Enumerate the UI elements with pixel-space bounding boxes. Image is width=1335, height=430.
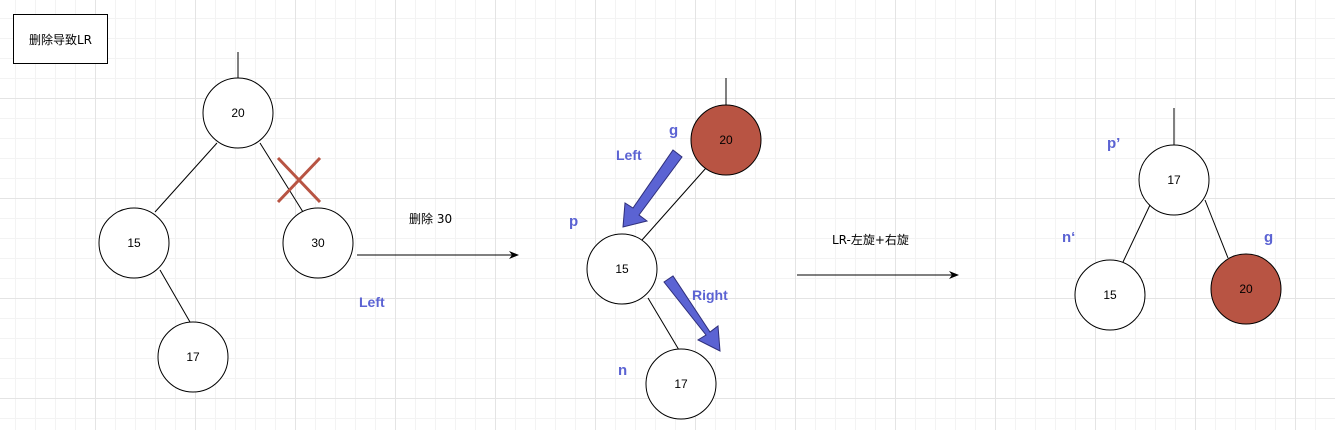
- title-text: 删除导致LR: [28, 32, 93, 47]
- step1-node-right-label: 30: [311, 236, 325, 250]
- step1-edge-root-right: [259, 142, 304, 213]
- title-box: 删除导致LR: [13, 14, 108, 64]
- step2-node-n: 17: [645, 348, 717, 420]
- step2-tree: 20 15 17 g p n Left Right: [569, 78, 762, 420]
- step2-label-g: g: [669, 122, 678, 139]
- step3-node-left-label: 15: [1103, 288, 1117, 302]
- transition2-label: LR-左旋+右旋: [832, 232, 909, 247]
- step1-node-left: 15: [98, 207, 170, 279]
- step2-label-p: p: [569, 213, 578, 230]
- transition1-label: 删除 30: [409, 211, 452, 226]
- step1-edge-left-child: [159, 269, 191, 323]
- step3-label-g: g: [1264, 229, 1273, 246]
- step1-node-right: 30: [282, 207, 354, 279]
- step1-node-root: 20: [202, 77, 274, 149]
- transition1: 删除 30 Left: [357, 211, 519, 310]
- step1-node-left-label: 15: [127, 236, 141, 250]
- right-rotation-arrow-icon: [663, 275, 721, 352]
- step3-node-left: 15: [1074, 259, 1146, 331]
- step3-node-right-label: 20: [1239, 282, 1253, 296]
- step2-node-g-label: 20: [719, 133, 733, 147]
- step3-label-n-prime: n‘: [1062, 229, 1075, 246]
- step2-node-p-label: 15: [615, 262, 629, 276]
- transition2: LR-左旋+右旋: [797, 232, 959, 279]
- step2-node-n-label: 17: [674, 377, 688, 391]
- step3-edge-root-left: [1122, 204, 1151, 263]
- step1-node-left-right-label: 17: [186, 350, 200, 364]
- step3-node-root-label: 17: [1167, 173, 1181, 187]
- step2-label-n: n: [618, 362, 627, 379]
- step2-edge-p-n: [647, 297, 680, 351]
- step1-tree: 20 15 30 17: [98, 52, 354, 393]
- step3-edge-root-right: [1204, 199, 1229, 259]
- step1-edge-root-left: [154, 142, 218, 213]
- step2-node-p: 15: [586, 233, 658, 305]
- step1-node-left-right: 17: [157, 321, 229, 393]
- step2-edge-g-p: [641, 167, 707, 241]
- step3-label-p-prime: p’: [1107, 135, 1120, 152]
- step3-node-right: 20: [1210, 253, 1282, 325]
- step2-node-g: 20: [690, 104, 762, 176]
- step2-label-left: Left: [616, 147, 642, 163]
- step3-node-root: 17: [1138, 144, 1210, 216]
- left-rotation-arrow-icon: [622, 149, 683, 228]
- x-mark-icon: [276, 156, 322, 204]
- transition1-note: Left: [359, 294, 385, 310]
- step3-tree: 17 15 20 p’ n‘ g: [1062, 108, 1282, 331]
- step1-node-root-label: 20: [231, 106, 245, 120]
- step2-label-right: Right: [692, 287, 728, 303]
